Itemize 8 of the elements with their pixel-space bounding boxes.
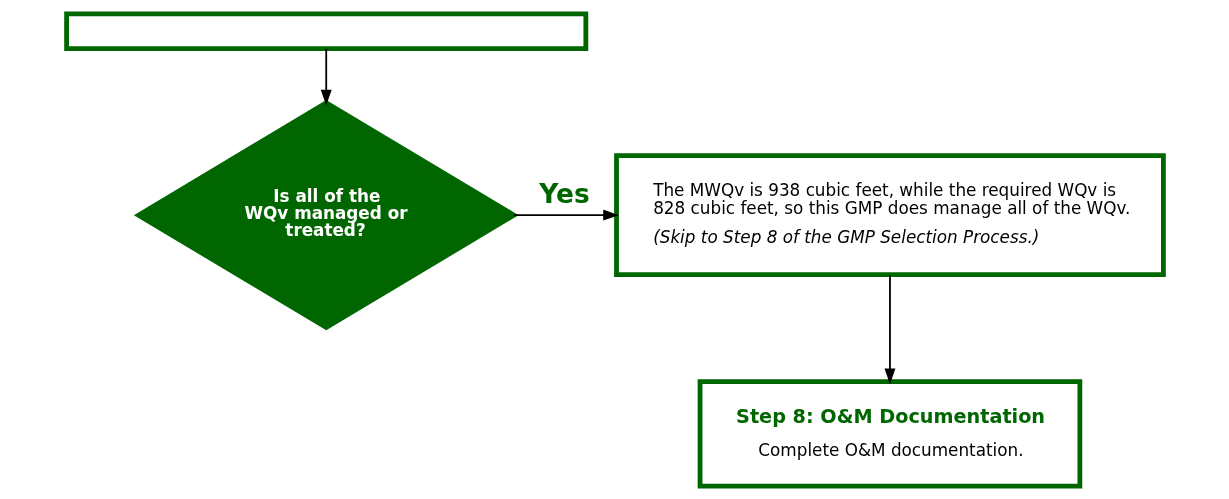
- node-diamond: Is all of the WQv managed or treated?: [133, 99, 519, 330]
- arrow: [512, 209, 619, 221]
- arrow: [884, 273, 895, 384]
- edge-label: Yes: [538, 177, 590, 209]
- node-box: The MWQv is 938 cubic feet, while the required WQv is 828 cubic feet, so this GMP does manage all of the WQv. (Skip to Step 8 of the GMP Selection Process.): [613, 152, 1166, 277]
- arrow: [320, 47, 332, 105]
- node-box: [63, 10, 588, 51]
- node-box: Step 8: O&M Documentation Complete O&M documentation.: [697, 378, 1082, 489]
